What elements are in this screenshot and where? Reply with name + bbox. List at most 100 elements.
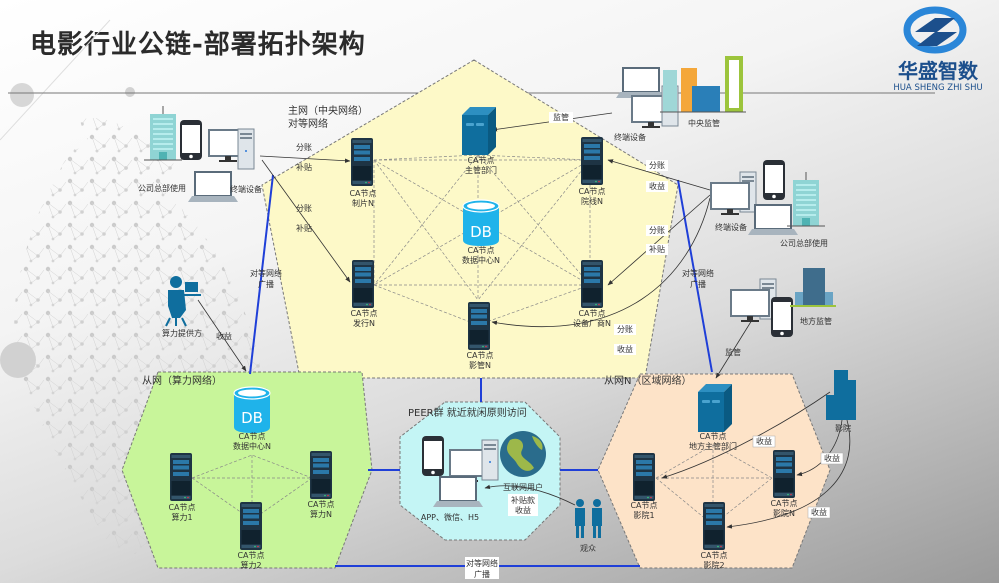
svg-text:终端设备: 终端设备 <box>715 222 747 232</box>
svg-text:CA节点: CA节点 <box>466 351 493 360</box>
svg-text:CA节点: CA节点 <box>700 551 727 560</box>
server-rack-icon <box>703 502 725 550</box>
svg-text:数据中心N: 数据中心N <box>233 441 271 451</box>
arrow-right-to-equipment <box>607 194 711 286</box>
svg-text:CA节点: CA节点 <box>770 499 797 508</box>
laptop-icon <box>747 204 799 236</box>
arrow-left-to-producer <box>259 155 351 163</box>
node-datacenter[interactable]: DB CA节点 数据中心N <box>462 199 500 265</box>
svg-text:广播: 广播 <box>258 279 274 289</box>
node-compute-n[interactable]: CA节点 算力N <box>307 451 335 519</box>
svg-text:地方主管部门: 地方主管部门 <box>689 441 737 451</box>
svg-text:CA节点: CA节点 <box>238 432 265 441</box>
svg-text:算力2: 算力2 <box>240 560 261 570</box>
svg-text:对等网络: 对等网络 <box>466 558 498 568</box>
hq-right-group[interactable]: 终端设备 公司总部使用 <box>710 160 828 248</box>
cinema-building[interactable]: 影院 <box>826 370 856 433</box>
svg-text:收益: 收益 <box>216 331 232 341</box>
hq-left-group[interactable]: 公司总部使用 终端设备 <box>138 105 262 203</box>
compute-zone-title: 从网（算力网络） <box>142 374 222 387</box>
node-distributor[interactable]: CA节点 发行N <box>350 260 378 328</box>
server-rack-icon <box>352 260 374 308</box>
node-cinema-1[interactable]: CA节点 影院1 <box>630 453 658 520</box>
peer-zone-title: PEER群 就近就闲原则访问 <box>408 406 527 419</box>
svg-text:CA节点: CA节点 <box>350 309 377 318</box>
svg-text:影院2: 影院2 <box>703 560 724 570</box>
svg-text:CA节点: CA节点 <box>349 189 376 198</box>
svg-text:广播: 广播 <box>474 569 490 579</box>
regional-network-zone <box>597 373 831 569</box>
laptop-icon <box>432 476 484 508</box>
node-local-regulator[interactable]: CA节点 地方主管部门 <box>689 384 737 451</box>
svg-text:补贴: 补贴 <box>649 244 665 254</box>
node-equipment[interactable]: CA节点 设备厂商N <box>573 260 611 328</box>
svg-text:中央监管: 中央监管 <box>688 118 720 128</box>
main-zone-title: 主网（中央网络） <box>288 104 368 117</box>
local-supervision-group[interactable]: 地方监管 <box>730 268 836 337</box>
svg-text:分账: 分账 <box>649 161 665 170</box>
server-rack-icon <box>581 260 603 308</box>
svg-text:补贴: 补贴 <box>296 223 312 233</box>
node-compute-datacenter[interactable]: DB CA节点 数据中心N <box>233 386 271 451</box>
svg-text:华盛智数: 华盛智数 <box>898 59 979 83</box>
phone-icon <box>180 120 202 160</box>
audience[interactable]: 观众 <box>575 499 602 553</box>
internet-users[interactable]: 互联网用户 <box>500 431 546 492</box>
edge-labels: 监管 分账 补贴 分账 补贴 分账 收益 分账 补贴 分账 收益 对等网络 广播… <box>216 112 844 579</box>
svg-text:收益: 收益 <box>515 505 531 515</box>
svg-text:地方监管: 地方监管 <box>800 316 832 326</box>
svg-text:影院1: 影院1 <box>633 510 654 520</box>
node-cinema-n[interactable]: CA节点 影院N <box>770 450 798 518</box>
server-rack-icon <box>581 137 603 185</box>
arrow-local-supervise <box>715 319 753 379</box>
svg-text:CA节点: CA节点 <box>307 500 334 509</box>
laptop-icon <box>615 67 667 99</box>
compute-network-zone <box>121 371 373 569</box>
pc-tower-icon <box>237 128 255 170</box>
peer-apps-label: APP、微信、H5 <box>421 512 479 522</box>
compute-provider[interactable]: 算力提供方 <box>162 276 202 338</box>
node-producer[interactable]: CA节点 制片N <box>349 138 377 208</box>
svg-text:收益: 收益 <box>617 344 633 354</box>
server-rack-icon <box>468 302 490 350</box>
svg-text:终端设备: 终端设备 <box>230 184 262 194</box>
svg-text:CA节点: CA节点 <box>699 432 726 441</box>
svg-text:DB: DB <box>470 223 492 241</box>
central-supervision-group[interactable]: 终端设备 中央监管 <box>614 56 746 142</box>
main-zone-subtitle: 对等网络 <box>288 117 328 130</box>
svg-text:收益: 收益 <box>649 181 665 191</box>
svg-text:CA节点: CA节点 <box>467 246 494 255</box>
node-compute-2[interactable]: CA节点 算力2 <box>237 502 265 570</box>
svg-text:DB: DB <box>241 409 263 427</box>
arrow-right-to-cinemamgmt <box>491 197 711 327</box>
arrow-provider-income <box>197 299 247 372</box>
link-main-compute <box>249 174 274 375</box>
server-rack-icon <box>633 453 655 501</box>
svg-text:对等网络: 对等网络 <box>682 268 714 278</box>
svg-text:互联网用户: 互联网用户 <box>503 482 543 492</box>
svg-text:CA节点: CA节点 <box>467 156 494 165</box>
server-rack-icon <box>240 502 262 550</box>
svg-text:影管N: 影管N <box>469 360 491 370</box>
svg-text:设备厂商N: 设备厂商N <box>573 318 611 328</box>
phone-icon <box>771 297 793 337</box>
node-cinema-chain[interactable]: CA节点 院线N <box>578 137 606 206</box>
peer-devices[interactable]: APP、微信、H5 <box>421 436 499 522</box>
huasheng-logo-icon <box>903 6 967 54</box>
phone-icon <box>422 436 444 476</box>
svg-text:制片N: 制片N <box>352 198 374 208</box>
link-main-regional <box>677 179 713 373</box>
svg-text:CA节点: CA节点 <box>578 309 605 318</box>
node-cinema-2[interactable]: CA节点 影院2 <box>700 502 728 570</box>
node-regulator[interactable]: CA节点 主管部门 <box>462 107 497 175</box>
arrow-audience-to-apps <box>484 484 576 506</box>
node-cinema-mgmt[interactable]: CA节点 影管N <box>466 302 494 370</box>
svg-text:算力N: 算力N <box>310 509 332 519</box>
server-rack-icon <box>351 138 373 186</box>
svg-text:补贴: 补贴 <box>296 162 312 172</box>
svg-text:收益: 收益 <box>756 436 772 446</box>
svg-text:观众: 观众 <box>580 544 596 553</box>
svg-text:分账: 分账 <box>617 325 633 334</box>
city-buildings-icon <box>660 56 746 113</box>
node-compute-1[interactable]: CA节点 算力1 <box>168 453 196 522</box>
